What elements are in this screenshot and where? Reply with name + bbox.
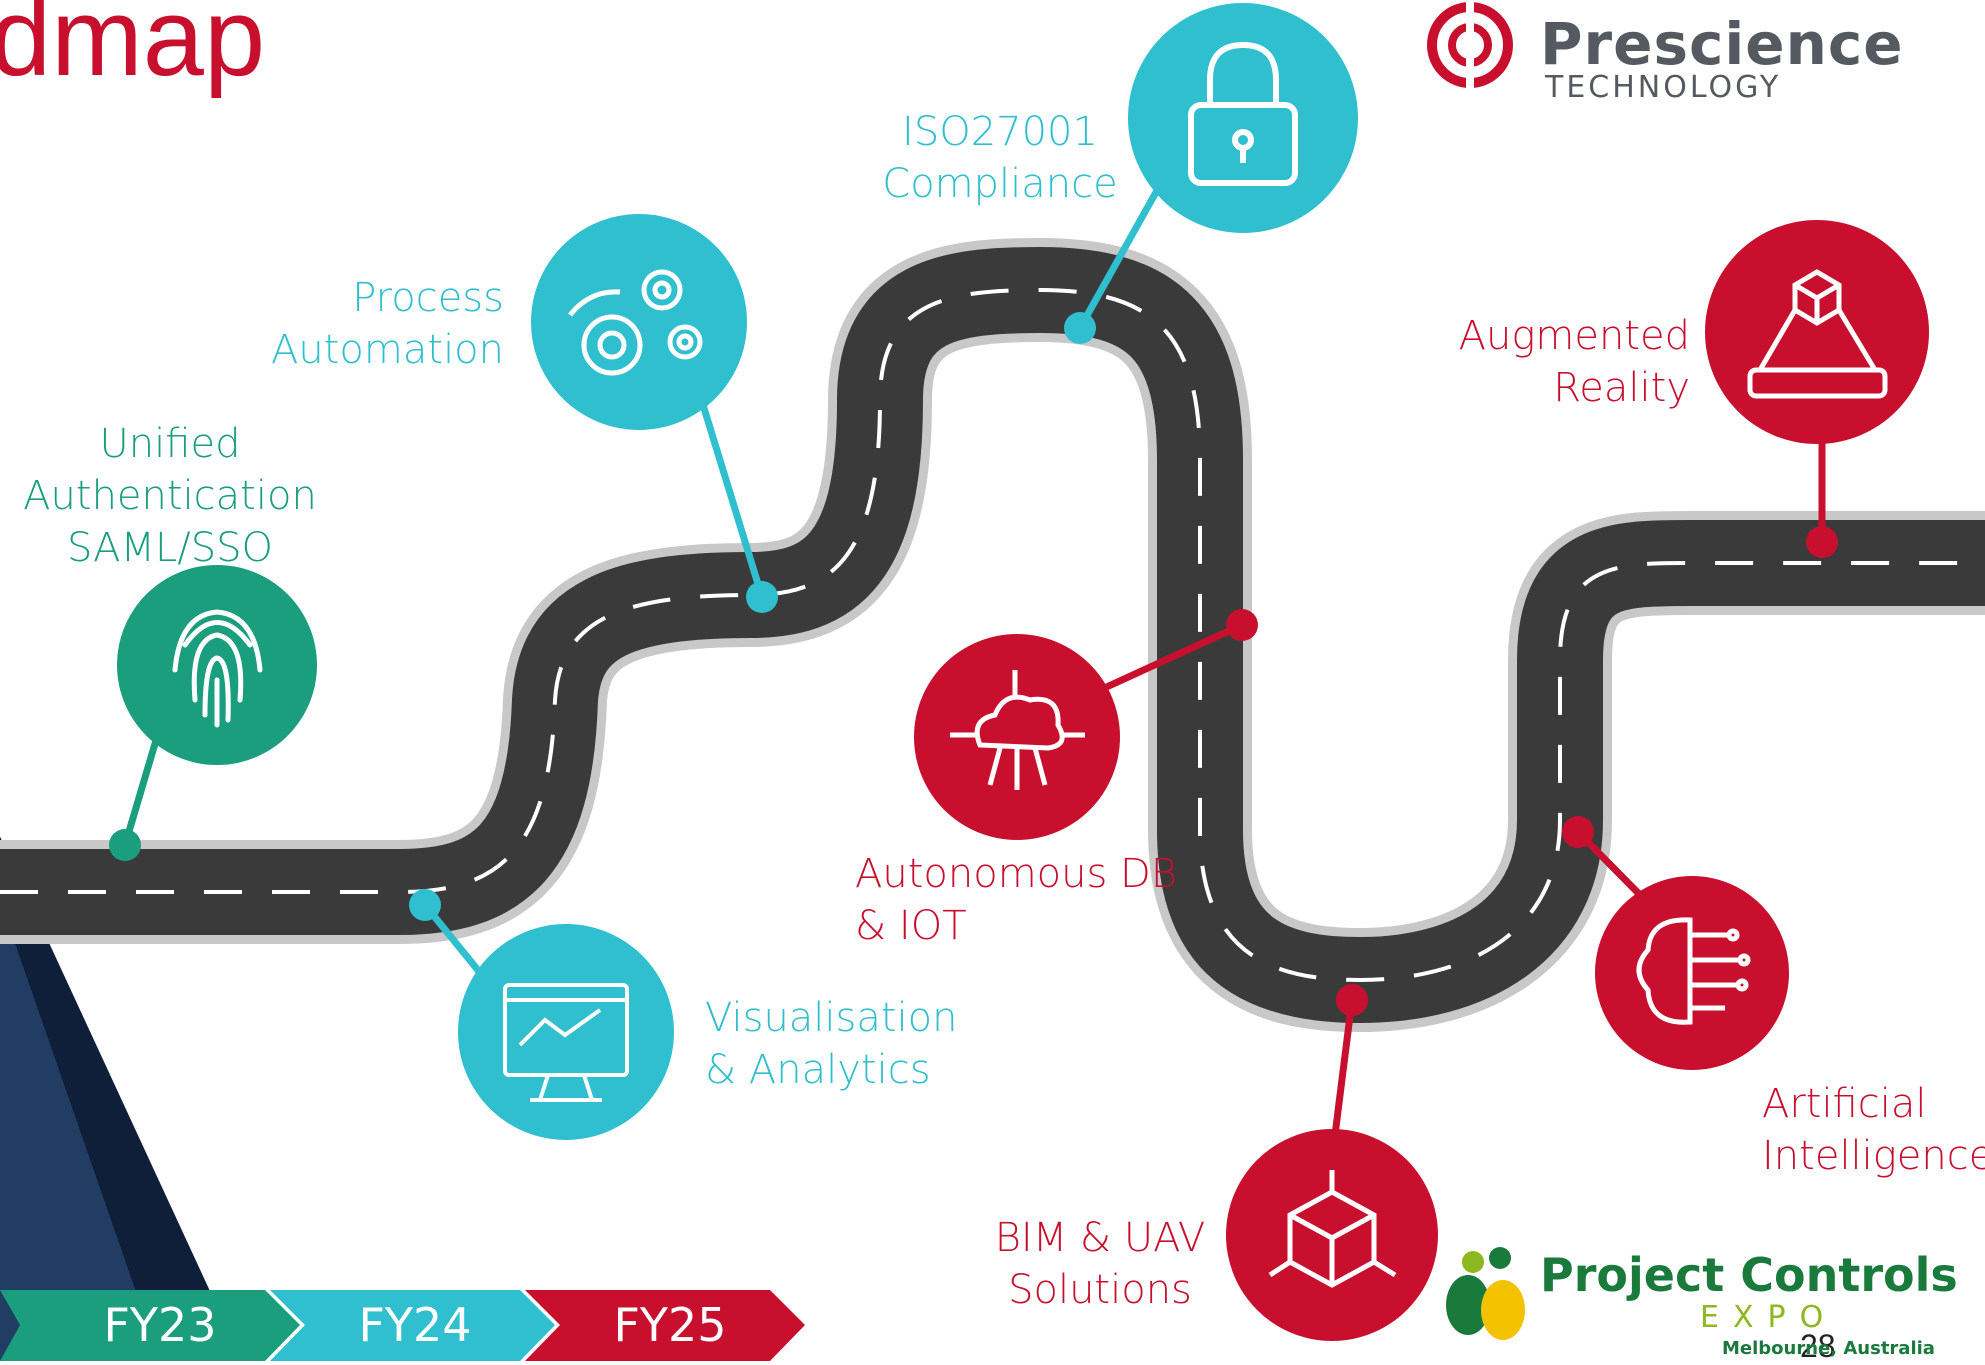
phase-label-fy25: FY25 bbox=[613, 1298, 727, 1352]
padlock-icon bbox=[1188, 41, 1298, 186]
expo-logo-mark bbox=[1446, 1247, 1525, 1340]
prescience-logo-subtext: TECHNOLOGY bbox=[1545, 70, 1782, 105]
cloud-network-icon bbox=[950, 670, 1085, 790]
milestone-dots bbox=[109, 312, 1838, 1016]
gears-icon bbox=[568, 269, 703, 376]
milestone-circle-auth bbox=[117, 565, 317, 765]
milestone-label-autonomous: Autonomous DB & IOT bbox=[855, 851, 1178, 949]
page-number: 28 bbox=[1800, 1328, 1836, 1364]
brain-circuit-icon bbox=[1636, 917, 1751, 1025]
milestone-circle-ai bbox=[1595, 876, 1789, 1070]
milestone-label-visualisation: Visualisation & Analytics bbox=[705, 995, 958, 1093]
3d-cube-icon bbox=[1268, 1170, 1397, 1288]
milestone-label-ai: Artificial Intelligence bbox=[1762, 1081, 1985, 1179]
connector-lines bbox=[121, 183, 1826, 1136]
milestone-circle-iso bbox=[1128, 3, 1358, 233]
milestone-circle-ar bbox=[1705, 220, 1929, 444]
phase-label-fy23: FY23 bbox=[103, 1298, 217, 1352]
milestone-label-iso: ISO27001 Compliance bbox=[882, 109, 1118, 207]
fingerprint-icon bbox=[172, 609, 263, 728]
milestone-label-automation: Process Automation bbox=[271, 275, 504, 373]
expo-logo-sub: EXPO bbox=[1700, 1300, 1838, 1335]
prescience-logo-mark bbox=[1427, 0, 1513, 90]
phase-label-fy24: FY24 bbox=[358, 1298, 472, 1352]
expo-logo-location: Melbourne, Australia bbox=[1722, 1338, 1935, 1359]
page-title: dmap bbox=[0, 0, 266, 99]
milestone-circle-autonomous bbox=[914, 634, 1120, 840]
analytics-monitor-icon bbox=[503, 983, 629, 1102]
milestone-circle-visualisation bbox=[458, 924, 674, 1140]
ar-cube-tablet-icon bbox=[1747, 269, 1888, 399]
expo-logo-name: Project Controls bbox=[1540, 1248, 1958, 1302]
milestone-circle-bim bbox=[1226, 1129, 1438, 1341]
phase-timeline bbox=[0, 1290, 805, 1361]
phase-chevron-fy23 bbox=[0, 1290, 300, 1361]
milestone-label-auth: Unified Authentication SAML/SSO bbox=[23, 421, 317, 571]
phase-chevron-fy24 bbox=[270, 1290, 555, 1361]
prescience-logo-text: Prescience bbox=[1540, 10, 1904, 78]
milestone-circle-automation bbox=[531, 214, 747, 430]
milestone-label-bim: BIM & UAV Solutions bbox=[994, 1215, 1206, 1313]
milestone-label-ar: Augmented Reality bbox=[1458, 313, 1690, 411]
phase-chevron-fy25 bbox=[525, 1290, 805, 1361]
